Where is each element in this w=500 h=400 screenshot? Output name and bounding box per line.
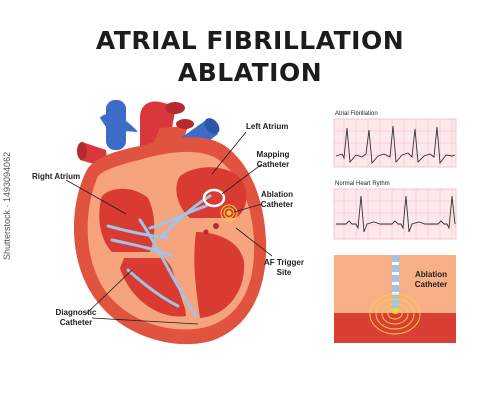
watermark: Shutterstock · 1493094062: [2, 151, 12, 260]
mapping-catheter-line: [160, 194, 212, 238]
diagnostic-catheter-line-2: [110, 238, 174, 258]
label-mapping-catheter-line-2: Catheter: [256, 160, 290, 169]
leader-ablation-catheter: [233, 203, 263, 213]
af-trigger-dot-2: [203, 229, 209, 235]
pulmonary-artery-opening: [176, 119, 194, 129]
ecg-panel-normal: [333, 188, 457, 240]
label-mapping-catheter-line-1: Mapping: [256, 150, 290, 159]
aorta-opening: [165, 102, 185, 114]
label-ablation-catheter-line-1: Ablation: [261, 190, 293, 199]
ablation-ring-1: [223, 207, 235, 219]
label-diagnostic-catheter-line-1: Diagnostic: [55, 308, 97, 317]
af-trigger-dot-1: [213, 223, 219, 229]
left-ventricle-chamber: [194, 232, 245, 318]
label-diagnostic-catheter: Diagnostic Catheter: [52, 308, 100, 328]
catheters: [106, 194, 212, 318]
ablation-ring-2: [220, 204, 238, 222]
zoom-ring-3: [375, 298, 415, 330]
label-right-atrium: Right Atrium: [32, 172, 81, 181]
septum: [164, 238, 198, 324]
ecg-panel-af: [333, 118, 457, 168]
pulmonary-vein-opening: [204, 118, 220, 134]
right-atrium-chamber: [99, 188, 155, 252]
title-line-1: ATRIAL FIBRILLATION: [95, 26, 405, 55]
normal-ecg-label: Normal Heart Rythm: [335, 181, 390, 187]
leader-af-trigger: [235, 227, 273, 257]
diagnostic-catheter-line-4: [126, 268, 180, 308]
ablation-zoom-panel: [334, 255, 456, 343]
label-ablation-catheter: Ablation Catheter: [258, 190, 296, 210]
label-zoom-ablation-line-1: Ablation: [415, 270, 447, 279]
label-left-atrium: Left Atrium: [246, 122, 289, 131]
label-diagnostic-catheter-line-2: Catheter: [59, 318, 93, 327]
leader-mapping-catheter: [221, 163, 263, 195]
mapping-catheter-loop: [202, 188, 226, 208]
zoom-ring-2: [381, 303, 409, 325]
leader-diagnostic-1: [85, 269, 133, 315]
left-vessel-opening: [77, 142, 87, 160]
leader-diagnostic-2: [91, 317, 199, 325]
tissue-dark: [334, 313, 456, 343]
normal-ecg-trace: [336, 195, 456, 233]
label-zoom-ablation-catheter: Ablation Catheter: [410, 270, 452, 290]
leader-left-atrium: [211, 131, 247, 175]
ablation-catheter-line: [148, 204, 208, 230]
af-ecg-trace: [335, 125, 456, 165]
zoom-ring-4: [369, 293, 421, 335]
title-line-2: ABLATION: [177, 58, 323, 87]
left-atrium-chamber: [176, 167, 247, 218]
superior-vena-cava: [106, 100, 126, 150]
zoom-ring-1: [387, 308, 403, 320]
ablation-catheter-tip: [226, 210, 232, 216]
label-af-trigger-line-2: Site: [276, 268, 292, 277]
label-ablation-catheter-line-2: Catheter: [260, 200, 294, 209]
diagnostic-catheter-line-3: [138, 218, 198, 318]
diagnostic-catheter-line-1: [106, 224, 170, 240]
label-af-trigger-site: AF Trigger Site: [262, 258, 306, 278]
leader-right-atrium: [65, 179, 127, 215]
label-af-trigger-line-1: AF Trigger: [263, 258, 304, 267]
leader-lines: [65, 131, 273, 325]
label-zoom-ablation-line-2: Catheter: [414, 280, 448, 289]
af-ecg-label: Atrial Fibrillation: [335, 111, 378, 117]
label-mapping-catheter: Mapping Catheter: [254, 150, 292, 170]
